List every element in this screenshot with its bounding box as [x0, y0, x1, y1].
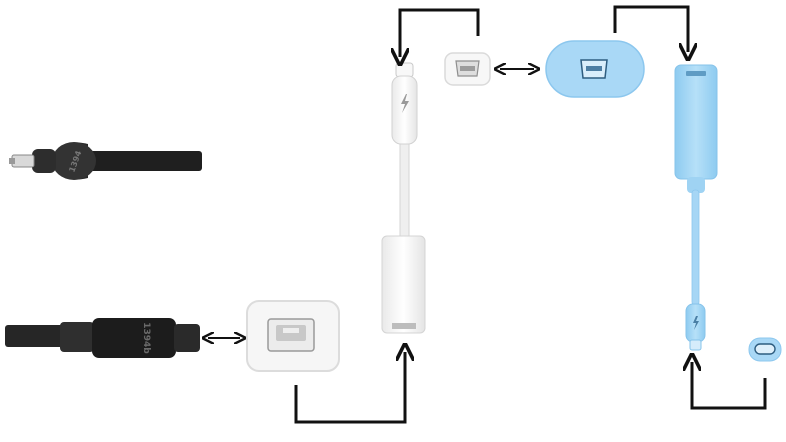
usb-c-port	[748, 337, 782, 362]
blue-adapter-top-port	[686, 71, 706, 76]
tb-adapter-block	[381, 235, 426, 334]
fw400-cable-jacket	[90, 151, 202, 171]
tb2-port-contacts	[460, 66, 475, 71]
fw800-plug-tip	[174, 324, 200, 352]
flow-arrow-to-tb-plug	[400, 8, 480, 57]
fw800-plug-text: 1394b	[141, 322, 151, 354]
blue-thunderbolt-2-port	[545, 40, 645, 98]
flow-arrow-to-usb-c-plug	[692, 362, 767, 410]
fw400-plug-contact	[9, 158, 15, 164]
flow-arrow-to-tb-firewire-adapter	[294, 352, 405, 424]
thunderbolt-firewire-adapter	[381, 62, 426, 334]
firewire-800-cable: 1394b	[5, 318, 200, 358]
fw400-plug-head	[52, 142, 96, 180]
firewire-800-port-tile	[246, 300, 340, 372]
fw800-port-key	[283, 328, 299, 333]
fw800-strain-relief	[60, 322, 94, 352]
tb-adapter-cable	[399, 139, 410, 241]
thunderbolt-bolt-icon	[401, 94, 409, 113]
usb-c-plug-bolt-icon	[693, 316, 699, 330]
tb-adapter-fw-port	[392, 323, 416, 329]
blue-adapter-block	[674, 64, 718, 180]
fw400-plug-collar	[32, 149, 56, 173]
flow-arrow-to-blue-adapter	[613, 5, 688, 52]
fw400-plug-tip	[11, 154, 35, 168]
blue-adapter-cable	[691, 189, 700, 306]
thunderbolt-2-port	[444, 52, 491, 86]
usb-c-thunderbolt-adapter	[674, 64, 718, 351]
fw800-plug-body	[92, 318, 176, 358]
tb-adapter-plug-tip	[395, 62, 414, 78]
usb-c-plug-tip	[689, 339, 702, 351]
usb-c-port-opening	[754, 343, 776, 355]
blue-port-contacts	[586, 66, 602, 71]
fw800-cable-jacket	[5, 325, 70, 347]
tb-adapter-plug-body	[391, 75, 418, 145]
firewire-400-cable: 1394	[9, 142, 202, 180]
blue-adapter-neck	[687, 177, 705, 193]
